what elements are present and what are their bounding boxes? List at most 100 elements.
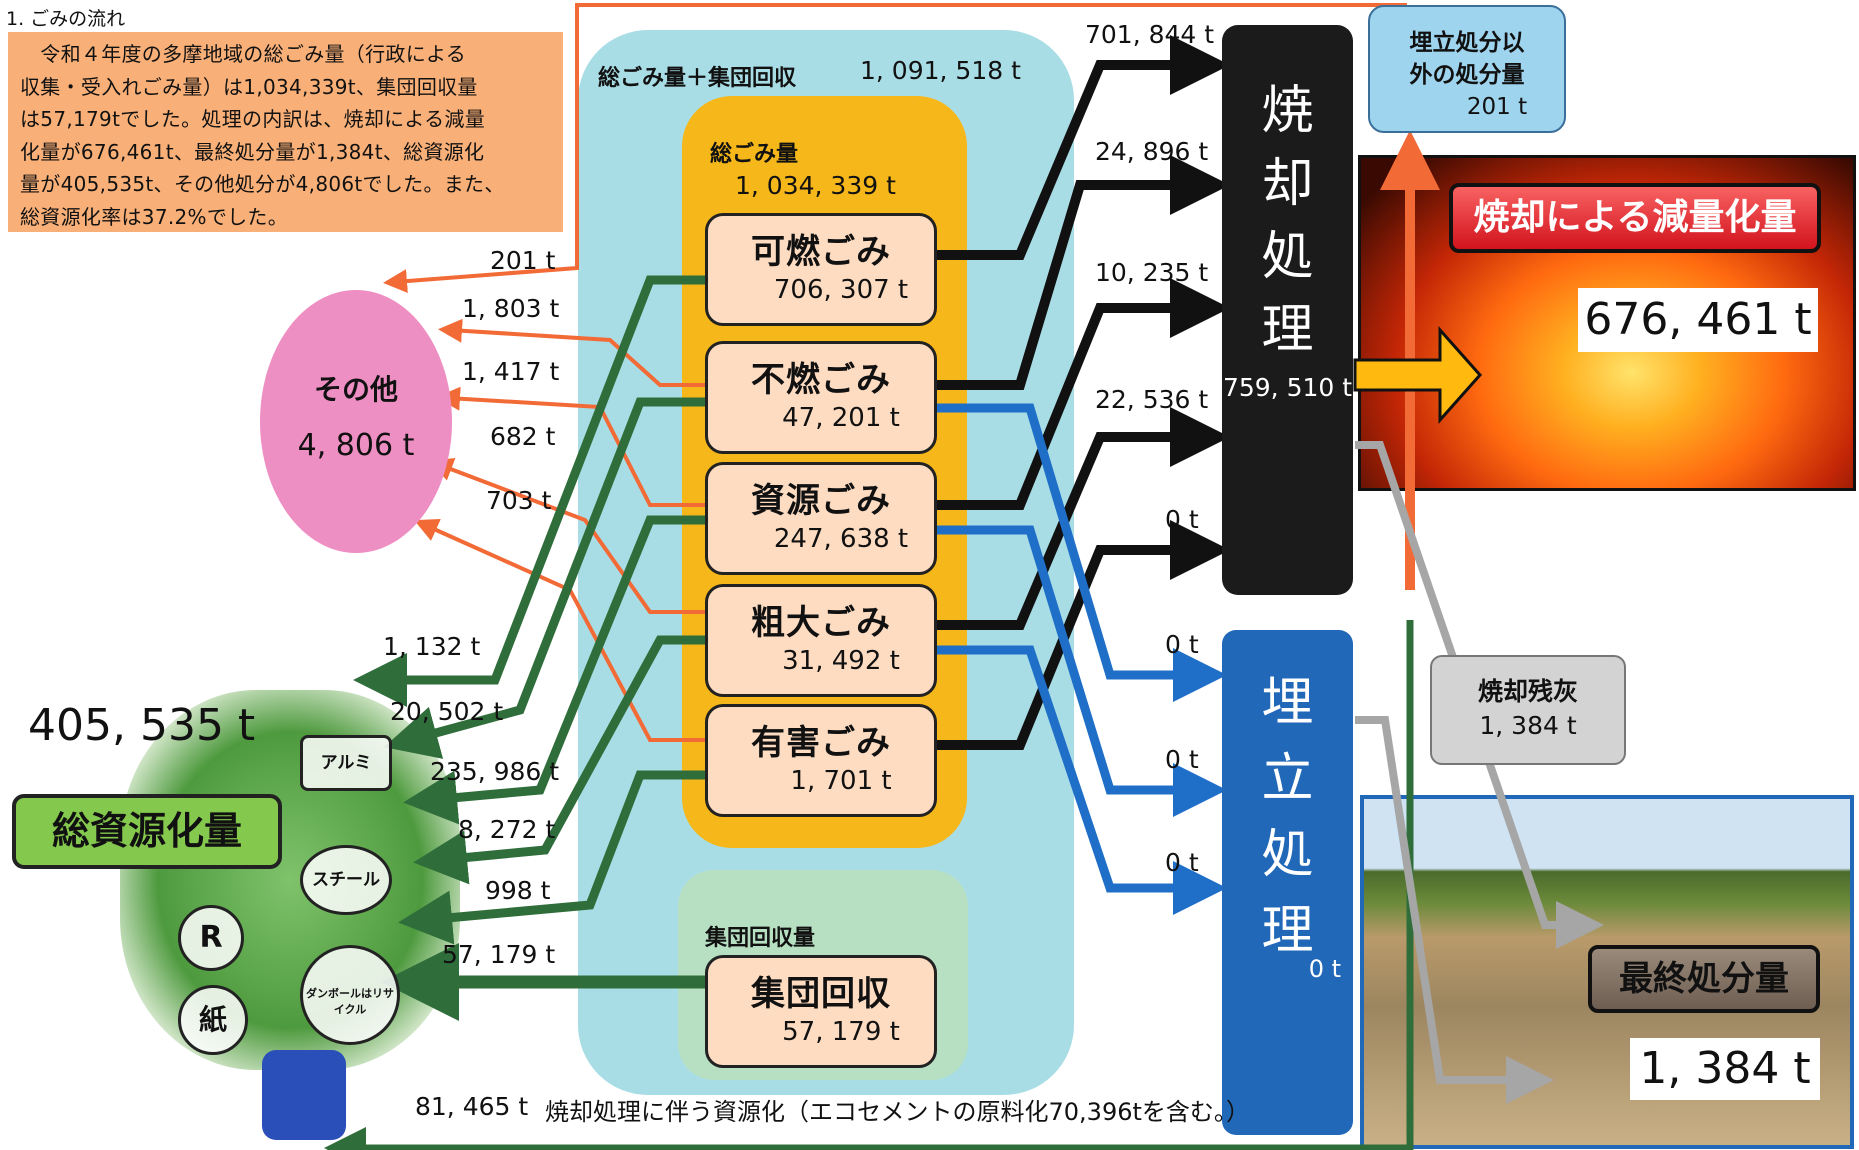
category-value: 57, 179 t (782, 1017, 900, 1047)
steel-mark-icon: スチール (300, 845, 392, 915)
other-inflow-label: 682 t (490, 422, 556, 451)
total-value: 1, 091, 518 t (860, 56, 1021, 85)
arrow-burnable-incineration (937, 35, 1230, 260)
incineration-box: 焼 却 処 理 759, 510 t (1222, 25, 1353, 595)
reduction-value: 676, 461 t (1578, 288, 1818, 352)
intro-text-box: 令和４年度の多摩地域の総ごみ量（行政による 収集・受入れごみ量）は1,034,3… (8, 32, 563, 232)
arrow-other-from-bulky (428, 458, 705, 614)
resource-inflow-label: 20, 502 t (390, 697, 504, 726)
label-char: 処 (1261, 825, 1314, 885)
intro-line: は57,179tでした。処理の内訳は、焼却による減量 (20, 107, 486, 131)
category-incombustible: 不燃ごみ 47, 201 t (705, 341, 937, 454)
label-char: 却 (1261, 154, 1314, 214)
landfill-inflow-label: 0 t (1165, 745, 1199, 774)
landfill-box: 埋 立 処 理 0 t (1222, 630, 1353, 1135)
arrow-resource-landfill (937, 525, 1227, 817)
incineration-flow-arrows (937, 35, 1230, 750)
other-disposal-label: 外の処分量 (1409, 62, 1525, 88)
incineration-inflow-label: 22, 536 t (1095, 385, 1209, 414)
recycle-r-mark-icon: R (178, 905, 244, 971)
intro-line: 量が405,535t、その他処分が4,806tでした。また、 (20, 172, 505, 196)
label-char: 焼 (1261, 81, 1314, 141)
paper-mark-icon: 紙 (178, 985, 248, 1055)
other-disposal-box: 埋立処分以 外の処分量 201 t (1368, 5, 1566, 133)
arrow-other-from-hazardous (414, 518, 705, 742)
incineration-inflow-label: 701, 844 t (1085, 20, 1215, 49)
category-name: 有害ごみ (751, 723, 891, 763)
incineration-value: 759, 510 t (1222, 373, 1353, 402)
landfill-value: 0 t (1308, 955, 1341, 983)
other-value: 4, 806 t (297, 428, 415, 463)
other-disposal-value: 201 t (1466, 94, 1528, 120)
category-name: 不燃ごみ (751, 360, 891, 400)
other-inflow-label: 1, 417 t (462, 357, 560, 386)
resource-inflow-label: 998 t (485, 876, 551, 905)
arrow-incombustible-resource (383, 397, 705, 759)
resource-inflow-label: 57, 179 t (442, 940, 556, 969)
other-inflow-label: 703 t (486, 486, 552, 515)
arrow-hazardous-incineration (937, 520, 1230, 750)
category-bulky: 粗大ごみ 31, 492 t (705, 584, 937, 697)
category-name: 可燃ごみ (751, 232, 891, 272)
reduction-arrow (1353, 326, 1483, 424)
group-collection-label: 集団回収量 (705, 926, 816, 951)
ash-box: 焼却残灰 1, 384 t (1430, 655, 1626, 765)
label-char: 処 (1261, 227, 1314, 287)
incineration-resource-value: 81, 465 t (415, 1092, 529, 1121)
resource-flow-arrows (324, 275, 1414, 1150)
category-name: 集団回収 (751, 974, 891, 1014)
incineration-resource-note: 焼却処理に伴う資源化（エコセメントの原料化70,396tを含む。） (545, 1098, 1250, 1126)
arrow-incombustible-landfill (937, 403, 1227, 702)
resource-label: 総資源化量 (12, 794, 282, 869)
label-char: 理 (1261, 300, 1314, 360)
final-disposal-label: 最終処分量 (1588, 945, 1820, 1013)
landfill-flow-arrows (937, 403, 1227, 915)
category-value: 1, 701 t (790, 766, 892, 796)
intro-line: 総資源化率は37.2%でした。 (20, 204, 289, 229)
category-value: 247, 638 t (773, 524, 909, 554)
incineration-inflow-label: 24, 896 t (1095, 137, 1209, 166)
other-inflow-label: 201 t (490, 246, 556, 275)
label-char: 立 (1261, 749, 1314, 809)
other-inflow-label: 1, 803 t (462, 294, 560, 323)
arrow-burnable-resource (353, 275, 705, 707)
total-label: 総ごみ量＋集団回収 (598, 66, 797, 91)
arrow-other-from-incombustible (438, 318, 705, 387)
ash-label: 焼却残灰 (1477, 677, 1578, 706)
incineration-inflow-label: 0 t (1165, 505, 1199, 534)
arrow-resource-incineration (937, 278, 1230, 510)
pet-bottle-mark-icon (262, 1050, 346, 1140)
resource-inflow-label: 235, 986 t (430, 757, 560, 786)
arrow-incineration-resource (324, 620, 1414, 1150)
category-hazardous: 有害ごみ 1, 701 t (705, 704, 937, 817)
category-name: 資源ごみ (751, 481, 891, 521)
label-char: 理 (1261, 901, 1314, 961)
category-value: 31, 492 t (782, 646, 900, 676)
resource-inflow-label: 1, 132 t (383, 632, 481, 661)
resource-value: 405, 535 t (28, 700, 256, 751)
category-value: 47, 201 t (782, 403, 900, 433)
incineration-label: 焼 却 処 理 (1222, 75, 1353, 367)
reduction-label: 焼却による減量化量 (1449, 183, 1821, 253)
cardboard-mark-icon: ダンボールはリサイクル (300, 945, 400, 1045)
garbage-total-value: 1, 034, 339 t (735, 171, 896, 200)
category-resource: 資源ごみ 247, 638 t (705, 462, 937, 575)
section-heading: 1. ごみの流れ (6, 8, 126, 30)
arrow-hazardous-resource (398, 770, 705, 945)
arrow-incombustible-incineration (937, 155, 1230, 390)
garbage-total-label: 総ごみ量 (710, 142, 799, 167)
arrow-bulky-landfill (937, 645, 1227, 915)
category-burnable: 可燃ごみ 706, 307 t (705, 213, 937, 326)
other-label: その他 (313, 373, 398, 406)
category-group-collection: 集団回収 57, 179 t (705, 955, 937, 1068)
arrow-resource-resource (403, 515, 705, 825)
landfill-inflow-label: 0 t (1165, 630, 1199, 659)
arrow-bulky-incineration (937, 407, 1230, 630)
aluminum-mark-icon: アルミ (300, 735, 392, 791)
category-name: 粗大ごみ (751, 603, 891, 643)
arrow-other-from-resource (436, 386, 705, 507)
landfill-inflow-label: 0 t (1165, 848, 1199, 877)
intro-line: 化量が676,461t、最終処分量が1,384t、総資源化 (20, 139, 485, 164)
other-ellipse: その他 4, 806 t (260, 290, 452, 553)
arrow-landfill-final (1355, 716, 1554, 1104)
